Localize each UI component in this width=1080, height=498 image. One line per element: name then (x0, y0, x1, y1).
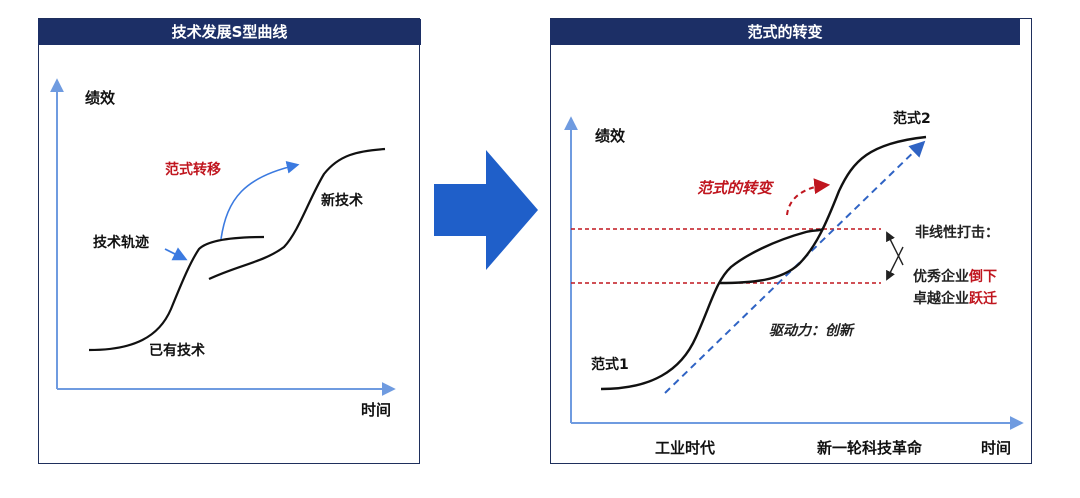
paradigm1-curve (600, 227, 824, 391)
panel-title: 范式的转变 (550, 19, 1020, 45)
x-axis-label: 时间 (981, 439, 1011, 457)
excellent-companies-text: 优秀企业倒下 (913, 268, 997, 285)
paradigm-change-arrow (786, 178, 831, 216)
paradigm-shift-diagram: 绩效 时间 工业时代 新一轮科技革命 范式1 范式2 范式的转变 驱动力：创新 … (564, 110, 1024, 457)
panel-title: 技术发展S型曲线 (38, 19, 421, 45)
excellent-prefix: 优秀企业 (913, 268, 969, 285)
y-axis-label: 绩效 (595, 127, 626, 145)
paradigm-shift-label: 范式转移 (165, 161, 221, 178)
s-curve-diagram: 绩效 时间 范式转移 技术轨迹 新技术 已有技术 (50, 78, 396, 419)
existing-tech-curve (88, 235, 265, 352)
outstanding-highlight: 跃迁 (969, 290, 997, 307)
tech-revolution-label: 新一轮科技革命 (817, 439, 923, 457)
new-tech-curve (208, 147, 386, 280)
transition-arrow (434, 150, 538, 270)
x-axis-label: 时间 (361, 401, 391, 419)
paradigm1-label: 范式1 (591, 356, 629, 373)
outstanding-prefix: 卓越企业 (913, 290, 969, 307)
excellent-highlight: 倒下 (968, 268, 997, 285)
y-axis-label: 绩效 (85, 89, 116, 107)
paradigm-shift-panel: 范式的转变 绩效 时间 工业时代 新一轮科技革命 (550, 18, 1032, 464)
driving-force-label: 驱动力：创新 (769, 322, 856, 339)
paradigm2-curve (718, 135, 927, 285)
nonlinear-label: 非线性打击： (915, 224, 999, 241)
tech-trajectory-arrow (164, 247, 188, 261)
nonlinear-bracket-upper (886, 231, 904, 266)
industrial-era-label: 工业时代 (655, 439, 715, 457)
outstanding-companies-text: 卓越企业跃迁 (913, 290, 997, 307)
existing-tech-label: 已有技术 (149, 342, 205, 359)
tech-trajectory-label: 技术轨迹 (93, 234, 149, 251)
s-curve-panel: 技术发展S型曲线 绩效 时间 范式转移 技术轨迹 新技术 已有技术 (38, 18, 421, 464)
paradigm-change-label: 范式的转变 (697, 179, 775, 197)
paradigm2-label: 范式2 (893, 110, 931, 127)
nonlinear-bracket-lower (886, 246, 904, 281)
new-tech-label: 新技术 (321, 192, 363, 209)
paradigm-shift-arrow (220, 161, 300, 240)
